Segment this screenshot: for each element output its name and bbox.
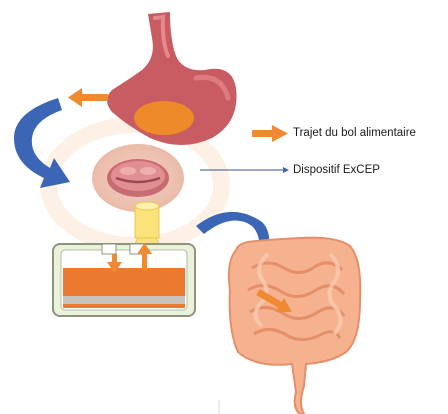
legend-device-label: Dispositif ExCEP bbox=[293, 163, 380, 177]
device-illustration bbox=[53, 243, 195, 316]
legend-food-path-label: Trajet du bol alimentaire bbox=[293, 126, 416, 140]
intestine-illustration bbox=[229, 238, 360, 414]
stomach-bolus bbox=[134, 101, 194, 135]
legend-orange-arrow-icon bbox=[252, 125, 288, 142]
yellow-tube bbox=[133, 202, 161, 248]
stoma-illustration bbox=[92, 144, 184, 212]
orange-arrow-stomach bbox=[68, 88, 108, 107]
